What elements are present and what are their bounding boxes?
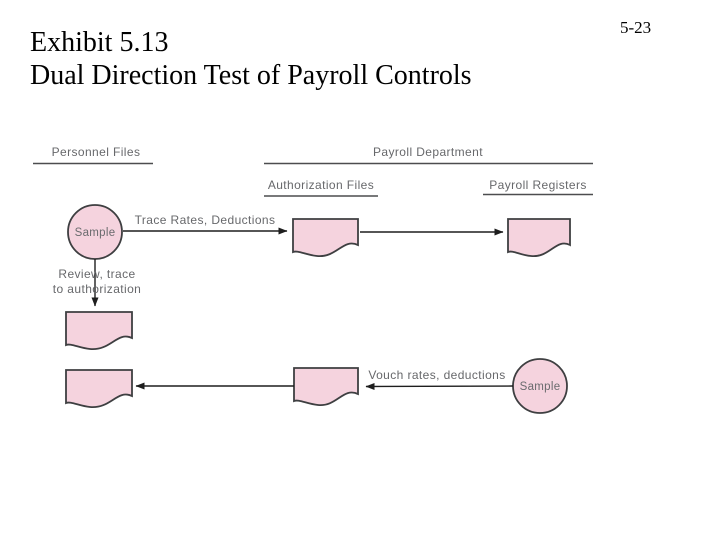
document-payroll-register-top: [507, 218, 571, 257]
arrow-vouch-rates: [365, 382, 514, 390]
label-vouch-rates: Vouch rates, deductions: [368, 368, 505, 382]
label-review-line1: Review, trace: [58, 267, 135, 281]
column-header-payroll-registers: Payroll Registers: [489, 178, 587, 192]
column-header-authorization-files: Authorization Files: [268, 178, 374, 192]
document-authorization-bottom: [293, 367, 359, 406]
document-personnel-upper: [65, 311, 133, 350]
column-header-payroll-department: Payroll Department: [373, 145, 483, 159]
slide-title: Exhibit 5.13 Dual Direction Test of Payr…: [30, 26, 472, 92]
column-header-personnel-files: Personnel Files: [52, 145, 141, 159]
slide-title-line2: Dual Direction Test of Payroll Controls: [30, 60, 472, 91]
label-review-line2: to authorization: [53, 282, 141, 296]
slide-title-line1: Exhibit 5.13: [30, 27, 169, 58]
document-authorization-top: [292, 218, 359, 257]
sample-circle-bottom-label: Sample: [520, 381, 561, 393]
label-trace-rates: Trace Rates, Deductions: [135, 213, 276, 227]
document-personnel-lower: [65, 369, 133, 408]
sample-circle-top-label: Sample: [75, 227, 116, 239]
page-number: 5-23: [620, 18, 652, 37]
